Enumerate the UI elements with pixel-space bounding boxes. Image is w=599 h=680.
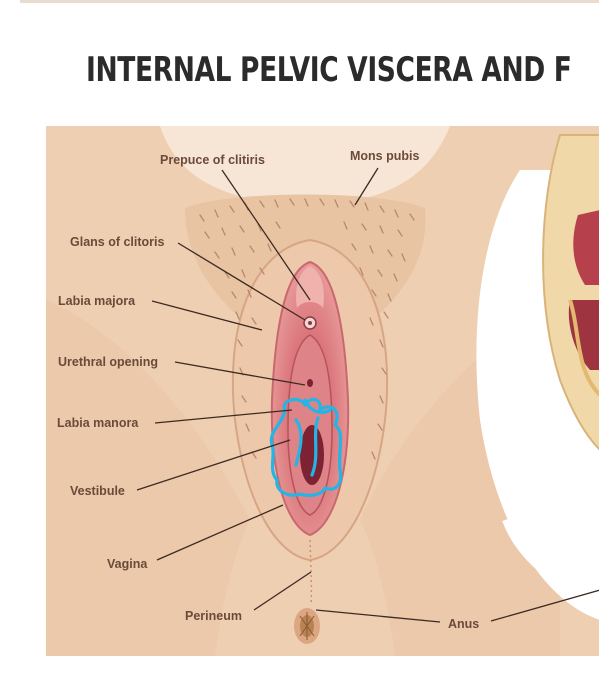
top-divider [20, 0, 599, 3]
prepuce-leader [221, 169, 311, 301]
prepuce-shape [296, 266, 324, 308]
vaginal-opening-shape [300, 425, 324, 485]
label-prepuce: Prepuce of clitiris [160, 153, 265, 167]
label-mons-pubis: Mons pubis [350, 149, 419, 163]
hand-drawn-annotation [269, 397, 343, 497]
leader-lines [136, 167, 599, 623]
sagittal-organ-2 [568, 300, 599, 370]
label-labia-manora: Labia manora [57, 416, 139, 430]
hip-curve [502, 518, 599, 603]
urethral-leader [174, 361, 306, 386]
labia-manora-leader [154, 409, 293, 424]
sagittal-curve [568, 299, 599, 397]
anus-shape [294, 608, 320, 644]
label-vestibule: Vestibule [70, 484, 125, 498]
anus-leader-right [490, 589, 599, 622]
glans-center [308, 321, 312, 325]
page-title: INTERNAL PELVIC VISCERA AND F [86, 50, 572, 90]
mons-leader [354, 167, 379, 206]
label-vagina: Vagina [107, 557, 148, 571]
title-area: INTERNAL PELVIC VISCERA AND F [0, 0, 599, 110]
label-perineum: Perineum [185, 609, 242, 623]
vestibule-leader [136, 439, 291, 491]
vagina-leader [156, 504, 284, 561]
sagittal-organ-1 [573, 210, 599, 285]
label-anus: Anus [448, 617, 479, 631]
glans-leader [177, 242, 306, 321]
label-urethral-opening: Urethral opening [58, 355, 158, 369]
perineum-leader [253, 571, 312, 611]
perineum-seam [309, 539, 313, 606]
urethral-shape [307, 379, 313, 387]
anus-leader-left [315, 609, 441, 623]
labia-majora-leader [151, 300, 263, 331]
label-glans: Glans of clitoris [70, 235, 165, 249]
left-thigh-shading [46, 300, 250, 656]
label-labia-majora: Labia majora [58, 294, 136, 308]
